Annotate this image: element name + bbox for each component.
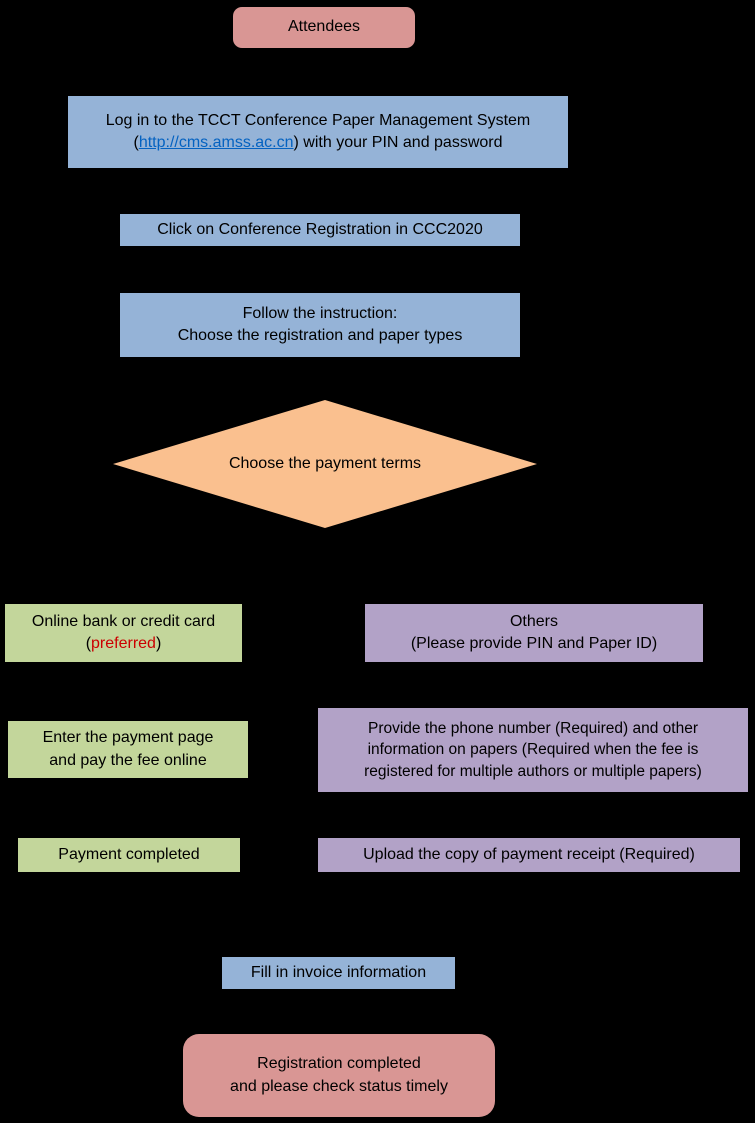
payment-completed-label: Payment completed bbox=[58, 845, 200, 863]
online-bank-preferred-text: preferred bbox=[91, 635, 156, 652]
instruction-step: Follow the instruction: Choose the regis… bbox=[120, 293, 520, 357]
provide-phone-step: Provide the phone number (Required) and … bbox=[318, 708, 748, 792]
enter-payment-line1: Enter the payment page bbox=[42, 729, 214, 747]
registration-click-step: Click on Conference Registration in CCC2… bbox=[120, 214, 520, 246]
start-node-label: Attendees bbox=[287, 18, 361, 36]
invoice-step-label: Fill in invoice information bbox=[250, 963, 427, 981]
payment-completed-step: Payment completed bbox=[18, 838, 240, 872]
registration-click-label: Click on Conference Registration in CCC2… bbox=[157, 220, 483, 238]
others-branch-line2: (Please provide PIN and Paper ID) bbox=[410, 635, 658, 652]
provide-phone-line1: Provide the phone number (Required) and … bbox=[367, 719, 698, 737]
enter-payment-line2: and pay the fee online bbox=[49, 751, 207, 769]
start-node-attendees: Attendees bbox=[233, 7, 415, 48]
login-step-line2-suffix: ) with your PIN and password bbox=[293, 134, 503, 151]
provide-phone-line3: registered for multiple authors or multi… bbox=[364, 762, 702, 780]
invoice-step: Fill in invoice information bbox=[222, 957, 455, 989]
login-step-line2: (http://cms.amss.ac.cn) with your PIN an… bbox=[133, 132, 502, 154]
online-bank-line1: Online bank or credit card bbox=[31, 612, 216, 630]
end-node-line2: and please check status timely bbox=[230, 1077, 448, 1095]
login-step: Log in to the TCCT Conference Paper Mana… bbox=[68, 96, 568, 168]
enter-payment-step: Enter the payment page and pay the fee o… bbox=[8, 721, 248, 778]
payment-terms-decision: Choose the payment terms bbox=[113, 400, 537, 528]
instruction-step-line1: Follow the instruction: bbox=[242, 304, 398, 322]
login-step-line1: Log in to the TCCT Conference Paper Mana… bbox=[105, 111, 531, 129]
login-step-line2-prefix: ( bbox=[133, 134, 139, 151]
payment-terms-decision-label: Choose the payment terms bbox=[228, 455, 422, 472]
upload-receipt-label: Upload the copy of payment receipt (Requ… bbox=[363, 845, 695, 863]
provide-phone-line2: information on papers (Required when the… bbox=[367, 741, 699, 759]
instruction-step-line2: Choose the registration and paper types bbox=[177, 327, 463, 344]
others-branch: Others (Please provide PIN and Paper ID) bbox=[365, 604, 703, 662]
online-bank-branch: Online bank or credit card (preferred) bbox=[5, 604, 242, 662]
others-branch-line1: Others bbox=[509, 612, 558, 630]
cms-link[interactable]: http://cms.amss.ac.cn bbox=[138, 134, 294, 151]
online-bank-line2: (preferred) bbox=[86, 633, 162, 655]
end-node-registration-completed: Registration completed and please check … bbox=[183, 1034, 495, 1117]
online-bank-paren-close: ) bbox=[155, 635, 162, 652]
end-node-line1: Registration completed bbox=[257, 1055, 421, 1073]
online-bank-paren-open: ( bbox=[85, 635, 92, 652]
upload-receipt-step: Upload the copy of payment receipt (Requ… bbox=[318, 838, 740, 872]
